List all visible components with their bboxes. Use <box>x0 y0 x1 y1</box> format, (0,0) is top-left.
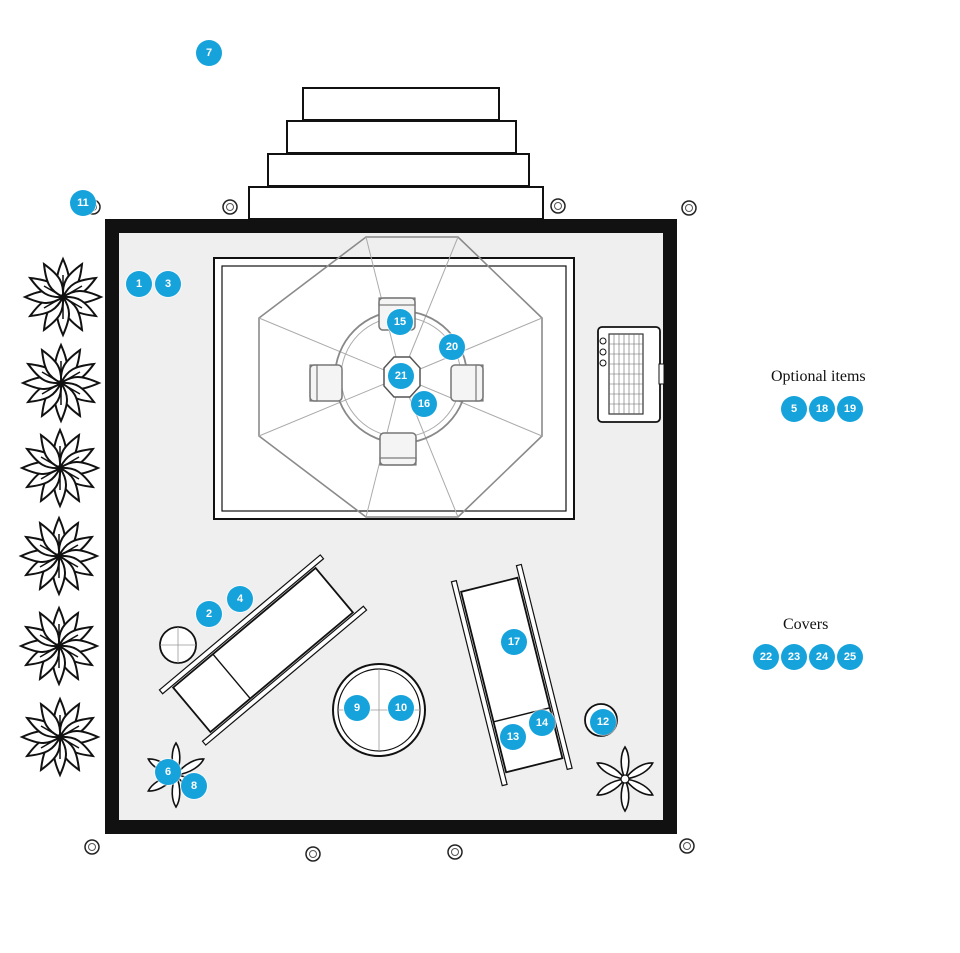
flower-bed <box>20 258 102 776</box>
item-marker-24[interactable]: 24 <box>809 644 835 670</box>
legend-covers-title: Covers <box>783 616 829 633</box>
round-ottoman <box>332 663 426 757</box>
item-marker-6[interactable]: 6 <box>155 759 181 785</box>
item-marker-25[interactable]: 25 <box>837 644 863 670</box>
item-marker-5[interactable]: 5 <box>781 396 807 422</box>
item-marker-15[interactable]: 15 <box>387 309 413 335</box>
item-marker-3[interactable]: 3 <box>155 271 181 297</box>
item-marker-11[interactable]: 11 <box>70 190 96 216</box>
item-marker-21[interactable]: 21 <box>388 363 414 389</box>
item-marker-4[interactable]: 4 <box>227 586 253 612</box>
item-marker-22[interactable]: 22 <box>753 644 779 670</box>
item-marker-17[interactable]: 17 <box>501 629 527 655</box>
item-marker-8[interactable]: 8 <box>181 773 207 799</box>
grill <box>597 326 665 423</box>
item-marker-16[interactable]: 16 <box>411 391 437 417</box>
item-marker-20[interactable]: 20 <box>439 334 465 360</box>
item-marker-1[interactable]: 1 <box>126 271 152 297</box>
item-marker-12[interactable]: 12 <box>590 709 616 735</box>
legend-optional-items-title: Optional items <box>771 368 866 385</box>
item-marker-14[interactable]: 14 <box>529 710 555 736</box>
item-marker-18[interactable]: 18 <box>809 396 835 422</box>
item-marker-7[interactable]: 7 <box>196 40 222 66</box>
item-marker-19[interactable]: 19 <box>837 396 863 422</box>
item-marker-23[interactable]: 23 <box>781 644 807 670</box>
entry-steps <box>248 87 544 220</box>
item-marker-2[interactable]: 2 <box>196 601 222 627</box>
item-marker-9[interactable]: 9 <box>344 695 370 721</box>
lounge-chair-left <box>158 554 368 746</box>
item-marker-10[interactable]: 10 <box>388 695 414 721</box>
item-marker-13[interactable]: 13 <box>500 724 526 750</box>
